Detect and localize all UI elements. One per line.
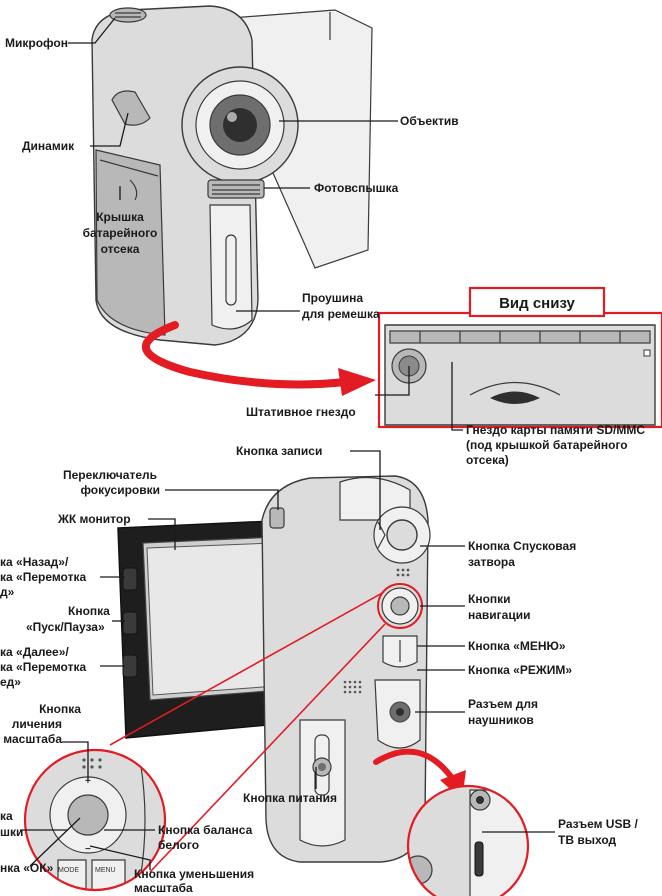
label-power-button: Кнопка питания (243, 791, 337, 805)
minus-sign: − (85, 844, 91, 855)
label-usb-tv-2: ТВ выход (558, 833, 617, 847)
label-white-balance-1: Кнопка баланса (158, 823, 253, 837)
label-record-button: Кнопка записи (236, 444, 322, 458)
label-tripod-socket: Штативное гнездо (246, 405, 356, 419)
label-zoom-in-1: Кнопка (39, 702, 81, 716)
label-focus-switch-2: фокусировки (80, 483, 160, 497)
label-white-balance-2: белого (158, 838, 199, 852)
label-lcd-monitor: ЖК монитор (57, 512, 131, 526)
label-mode-button: Кнопка «РЕЖИМ» (468, 663, 572, 677)
label-sd-slot-1: Гнездо карты памяти SD/MMC (466, 423, 645, 437)
nav-zoom-detail: MODE MENU + − (23, 748, 167, 892)
labels: Микрофон Объектив Динамик Фотовспышка Кр… (0, 36, 645, 895)
label-shutter-1: Кнопка Спусковая (468, 539, 576, 553)
label-flash: Фотовспышка (314, 181, 399, 195)
bottom-view-arrow (141, 321, 376, 396)
label-zoom-out-2: масштаба (134, 881, 193, 895)
label-play-pause-1: Кнопка (68, 604, 110, 618)
label-back-rewind-1: ка «Назад»/ (0, 555, 69, 569)
label-next-forward-3: ед» (0, 675, 21, 689)
label-play-pause-2: «Пуск/Пауза» (26, 620, 105, 634)
label-microphone: Микрофон (5, 36, 68, 50)
mode-button-text: MODE (58, 867, 79, 874)
label-back-rewind-3: д» (0, 585, 15, 599)
label-headphone-1: Разъем для (468, 697, 538, 711)
label-focus-switch-1: Переключатель (63, 468, 157, 482)
bottom-view: Вид снизу (377, 286, 662, 429)
label-sd-slot-2: (под крышкой батарейного (466, 438, 628, 452)
label-next-forward-1: ка «Далее»/ (0, 645, 69, 659)
label-back-rewind-2: ка «Перемотка (0, 570, 86, 584)
camcorder-front-view (91, 5, 373, 346)
bottom-view-title: Вид снизу (499, 295, 575, 312)
label-nav-buttons-1: Кнопки (468, 592, 511, 606)
label-shutter-2: затвора (468, 555, 515, 569)
camcorder-back-view (117, 475, 431, 863)
label-strap-loop-1: Проушина (302, 291, 363, 305)
plus-sign: + (85, 776, 91, 787)
label-sd-slot-3: отсека) (466, 453, 509, 467)
label-left-partial-1: ка (0, 809, 13, 823)
zoom-callout-lines (109, 591, 386, 873)
label-battery-cover-1: Крышка (96, 210, 144, 224)
label-menu-button: Кнопка «МЕНЮ» (468, 639, 566, 653)
label-headphone-2: наушников (468, 713, 534, 727)
label-lens: Объектив (400, 114, 459, 128)
label-usb-tv-1: Разъем USB / (558, 817, 638, 831)
label-battery-cover-3: отсека (101, 242, 140, 256)
label-strap-loop-2: для ремешка (302, 307, 380, 321)
label-zoom-in-3: масштаба (3, 732, 62, 746)
label-next-forward-2: ка «Перемотка (0, 660, 86, 674)
label-speaker: Динамик (22, 139, 75, 153)
label-battery-cover-2: батарейного (83, 226, 158, 240)
label-ok-button: нка «ОК» (0, 861, 54, 875)
label-left-partial-2: шки (0, 825, 23, 839)
label-nav-buttons-2: навигации (468, 608, 530, 622)
label-zoom-in-2: личения (12, 717, 62, 731)
menu-button-text: MENU (95, 867, 116, 874)
label-zoom-out-1: Кнопка уменьшения (134, 867, 254, 881)
leader-lines (20, 17, 555, 870)
